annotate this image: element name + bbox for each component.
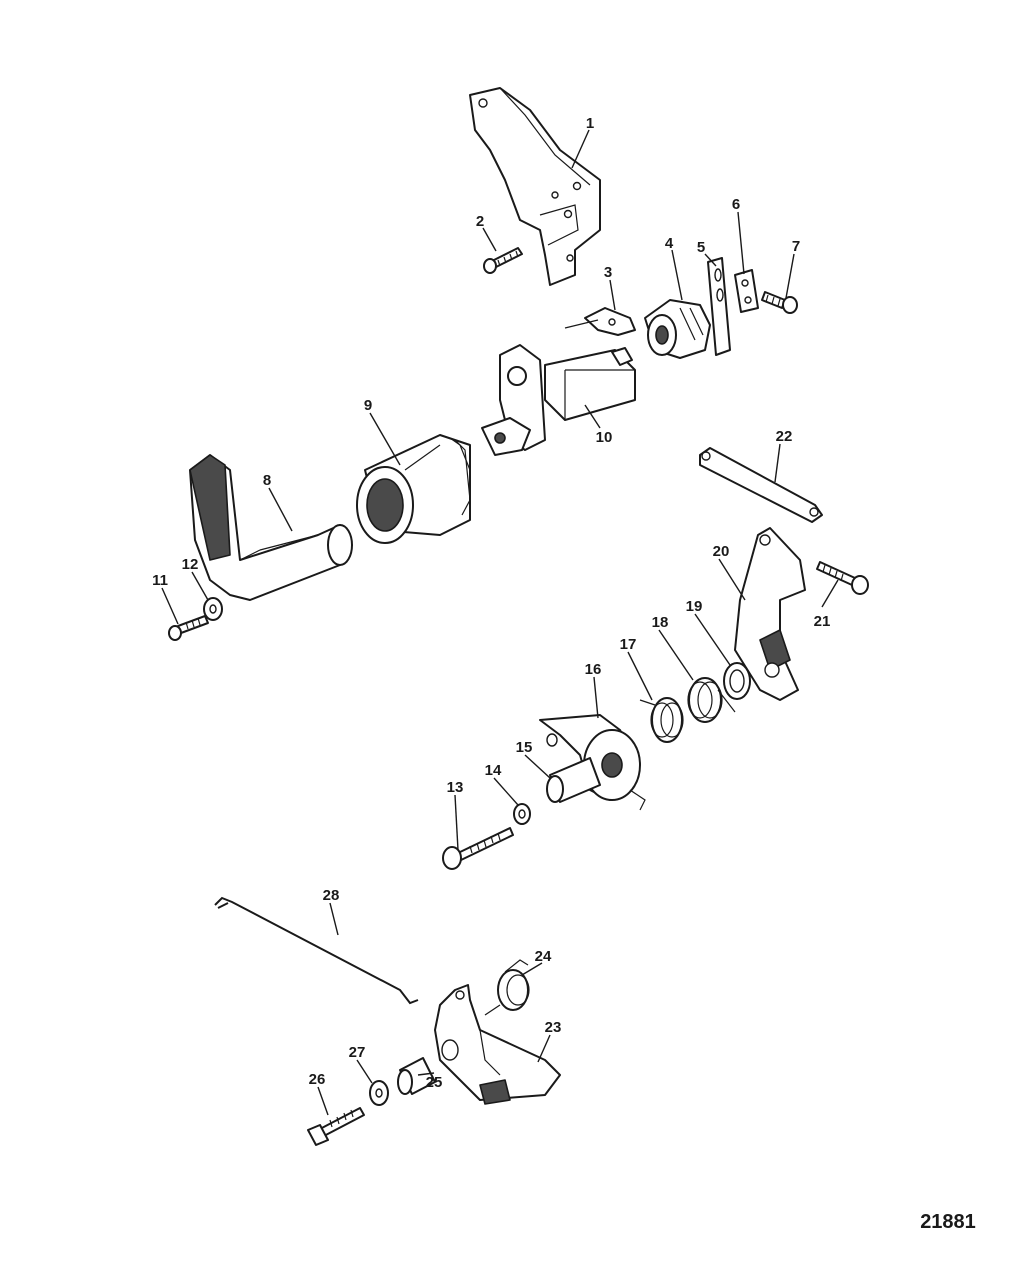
part-15-bushing bbox=[546, 757, 601, 803]
part-17-spring bbox=[639, 697, 684, 743]
part-22-link bbox=[699, 447, 823, 523]
part-5-plate bbox=[707, 257, 731, 356]
part-26-bolt bbox=[307, 1107, 365, 1146]
part-7-screw bbox=[761, 291, 798, 314]
callout-26: 26 bbox=[309, 1071, 326, 1088]
part-28-link-rod bbox=[214, 896, 419, 1005]
callout-23: 23 bbox=[545, 1019, 562, 1036]
callout-21: 21 bbox=[814, 613, 831, 630]
part-20-lever bbox=[734, 527, 806, 701]
part-1-mounting-bracket bbox=[469, 87, 601, 286]
part-2-screw bbox=[483, 247, 523, 274]
part-19-washer bbox=[723, 662, 751, 700]
callout-1: 1 bbox=[586, 115, 594, 132]
callout-20: 20 bbox=[713, 543, 730, 560]
callout-5: 5 bbox=[697, 239, 705, 256]
callout-8: 8 bbox=[263, 472, 271, 489]
callout-6: 6 bbox=[732, 196, 740, 213]
callout-3: 3 bbox=[604, 264, 612, 281]
callout-9: 9 bbox=[364, 397, 372, 414]
part-14-washer bbox=[513, 803, 531, 825]
callout-24: 24 bbox=[535, 948, 552, 965]
part-10-shaft-assembly bbox=[481, 344, 636, 456]
part-3-clip bbox=[564, 307, 636, 336]
callout-22: 22 bbox=[776, 428, 793, 445]
callout-16: 16 bbox=[585, 661, 602, 678]
callout-13: 13 bbox=[447, 779, 464, 796]
part-8-control-handle bbox=[189, 454, 353, 601]
callout-7: 7 bbox=[792, 238, 800, 255]
callout-27: 27 bbox=[349, 1044, 366, 1061]
part-18-spring bbox=[687, 677, 736, 723]
part-9-boot bbox=[356, 434, 471, 544]
callout-12: 12 bbox=[182, 556, 199, 573]
part-13-bolt bbox=[442, 827, 514, 870]
callout-2: 2 bbox=[476, 213, 484, 230]
leader-lines bbox=[161, 129, 839, 1116]
callout-4: 4 bbox=[665, 235, 674, 252]
part-6-nut-plate bbox=[734, 269, 759, 313]
part-27-washer bbox=[369, 1080, 389, 1106]
callout-14: 14 bbox=[485, 762, 502, 779]
part-4-cam-housing bbox=[644, 299, 711, 359]
callout-15: 15 bbox=[516, 739, 533, 756]
callout-17: 17 bbox=[620, 636, 637, 653]
callout-labels: 1 2 3 4 5 6 7 8 9 10 11 12 13 14 15 16 1… bbox=[152, 115, 830, 1091]
callout-11: 11 bbox=[152, 572, 168, 589]
callout-25: 25 bbox=[426, 1074, 443, 1091]
part-12-washer bbox=[203, 597, 223, 621]
callout-19: 19 bbox=[686, 598, 703, 615]
part-23-throttle-arm bbox=[434, 984, 561, 1105]
callout-18: 18 bbox=[652, 614, 669, 631]
part-24-spring bbox=[484, 959, 530, 1016]
part-25-bushing bbox=[397, 1057, 436, 1095]
callout-28: 28 bbox=[323, 887, 340, 904]
callout-10: 10 bbox=[596, 429, 613, 446]
part-21-bolt bbox=[816, 561, 869, 595]
drawing-number: 21881 bbox=[920, 1211, 976, 1233]
part-11-screw bbox=[168, 615, 209, 641]
